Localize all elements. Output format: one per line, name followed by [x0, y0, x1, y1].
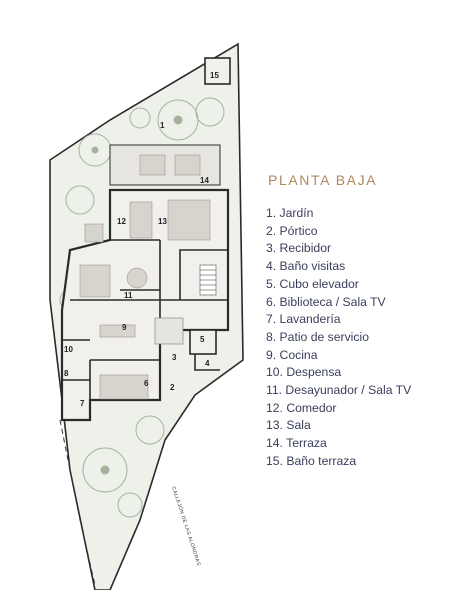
house-footprint [60, 57, 231, 422]
room-number-2: 2 [170, 383, 175, 392]
legend-item: 13. Sala [266, 418, 311, 433]
legend-item: 1. Jardín [266, 206, 314, 220]
legend-item: 8. Patio de servicio [266, 329, 369, 344]
legend: PLANTA BAJA 1. Jardín 2. Pórtico 3. Recibi… [266, 172, 446, 471]
legend-item: 11. Desayunador / Sala TV [266, 383, 412, 398]
room-number-8: 8 [64, 369, 69, 378]
legend-item: 9. Cocina [266, 347, 318, 362]
room-numbers: 1 2 3 4 5 6 7 8 9 10 11 12 13 14 15 [64, 71, 219, 408]
legend-item: 15. Baño terraza [266, 453, 357, 468]
room-number-6: 6 [144, 379, 149, 388]
legend-title: PLANTA BAJA [268, 172, 378, 188]
legend-item: 3. Recibidor [266, 241, 332, 256]
room-list: 1. Jardín 2. Pórtico 3. Recibidor 4. Baño v… [266, 205, 446, 471]
room-number-7: 7 [80, 399, 85, 408]
room-number-14: 14 [200, 176, 209, 185]
legend-item: 6. Biblioteca / Sala TV [266, 294, 386, 309]
room-number-5: 5 [200, 335, 205, 344]
room-number-4: 4 [205, 359, 210, 368]
legend-item: 7. Lavandería [266, 312, 341, 327]
room-number-1: 1 [160, 121, 165, 130]
property-line [59, 419, 96, 586]
legend-item: 5. Cubo elevador [266, 276, 359, 291]
floor-plan: 1 2 3 4 5 6 7 8 9 10 11 12 13 14 15 CALL… [49, 42, 244, 590]
room-number-15: 15 [210, 71, 219, 80]
legend-item: 10. Despensa [266, 365, 342, 380]
room-number-9: 9 [122, 323, 127, 332]
room-number-3: 3 [172, 353, 177, 362]
room-number-13: 13 [158, 217, 167, 226]
legend-item: 14. Terraza [266, 436, 327, 451]
legend-item: 4. Baño visitas [266, 259, 346, 274]
legend-item: 12. Comedor [266, 400, 337, 415]
street-label: CALLEJÓN DE LAS ALONDRAS [170, 485, 202, 567]
room-number-12: 12 [117, 217, 126, 226]
legend-item: 2. Pórtico [266, 223, 318, 238]
room-number-11: 11 [124, 291, 133, 300]
room-number-10: 10 [64, 345, 73, 354]
